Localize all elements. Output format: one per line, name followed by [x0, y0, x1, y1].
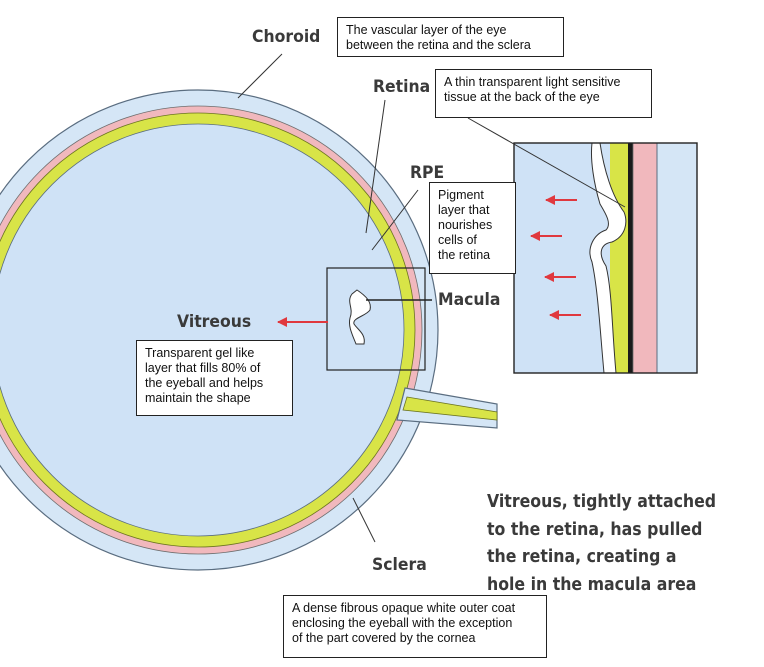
vitreous-callout-line: maintain the shape [145, 391, 251, 405]
rpe-label: RPE [410, 163, 445, 183]
rpe-callout: Pigment layer that nourishes cells of th… [429, 182, 516, 274]
rpe-callout-line: layer that [438, 203, 490, 217]
sclera-callout-line: enclosing the eyeball with the exception [292, 616, 513, 630]
macular-hole [349, 289, 371, 345]
inset-view [514, 143, 697, 373]
macula-label: Macula [438, 290, 501, 310]
vitreous-callout-line: Transparent gel like [145, 346, 255, 360]
rpe-callout-line: Pigment [438, 188, 484, 202]
diagram-caption: Vitreous, tightly attached to the retina… [487, 489, 721, 599]
choroid-label: Choroid [252, 27, 321, 47]
vitreous-label: Vitreous [177, 312, 252, 332]
rpe-callout-line: cells of [438, 233, 477, 247]
caption-line: to the retina, has pulled [487, 519, 703, 540]
caption-line: the retina, creating a [487, 547, 677, 567]
retina-callout-line: tissue at the back of the eye [444, 90, 600, 104]
vitreous-callout: Transparent gel like layer that fills 80… [136, 340, 293, 416]
sclera-callout: A dense fibrous opaque white outer coat … [283, 595, 547, 658]
zoom-box [326, 267, 426, 371]
sclera-callout-line: of the part covered by the cornea [292, 631, 476, 645]
retina-callout-leader [467, 117, 626, 208]
retina-leader [365, 99, 386, 234]
choroid-callout-line: between the retina and the sclera [346, 38, 531, 52]
retina-callout: A thin transparent light sensitive tissu… [435, 69, 652, 118]
choroid-callout-line: The vascular layer of the eye [346, 23, 507, 37]
sclera-leader [352, 497, 376, 543]
inset-choroid [632, 143, 658, 373]
vitreous-callout-line: the eyeball and helps [145, 376, 264, 390]
rpe-leader [371, 189, 419, 251]
optic-nerve-core [402, 396, 498, 421]
caption-line: hole in the macula area [487, 574, 697, 595]
inset-rpe [628, 143, 633, 373]
rpe-callout-line: nourishes [438, 218, 493, 232]
choroid-leader [237, 53, 283, 99]
retina-label: Retina [373, 77, 431, 97]
rpe-callout-line: the retina [438, 248, 491, 262]
vitreous-body [0, 123, 405, 537]
vitreous-callout-line: layer that fills 80% of [145, 361, 261, 375]
sclera-label: Sclera [372, 555, 427, 575]
choroid-callout: The vascular layer of the eye between th… [337, 17, 564, 57]
inset-sclera [657, 143, 697, 373]
sclera-callout-line: A dense fibrous opaque white outer coat [292, 601, 516, 615]
caption-line: Vitreous, tightly attached [487, 492, 717, 512]
retina-callout-line: A thin transparent light sensitive [444, 75, 621, 89]
